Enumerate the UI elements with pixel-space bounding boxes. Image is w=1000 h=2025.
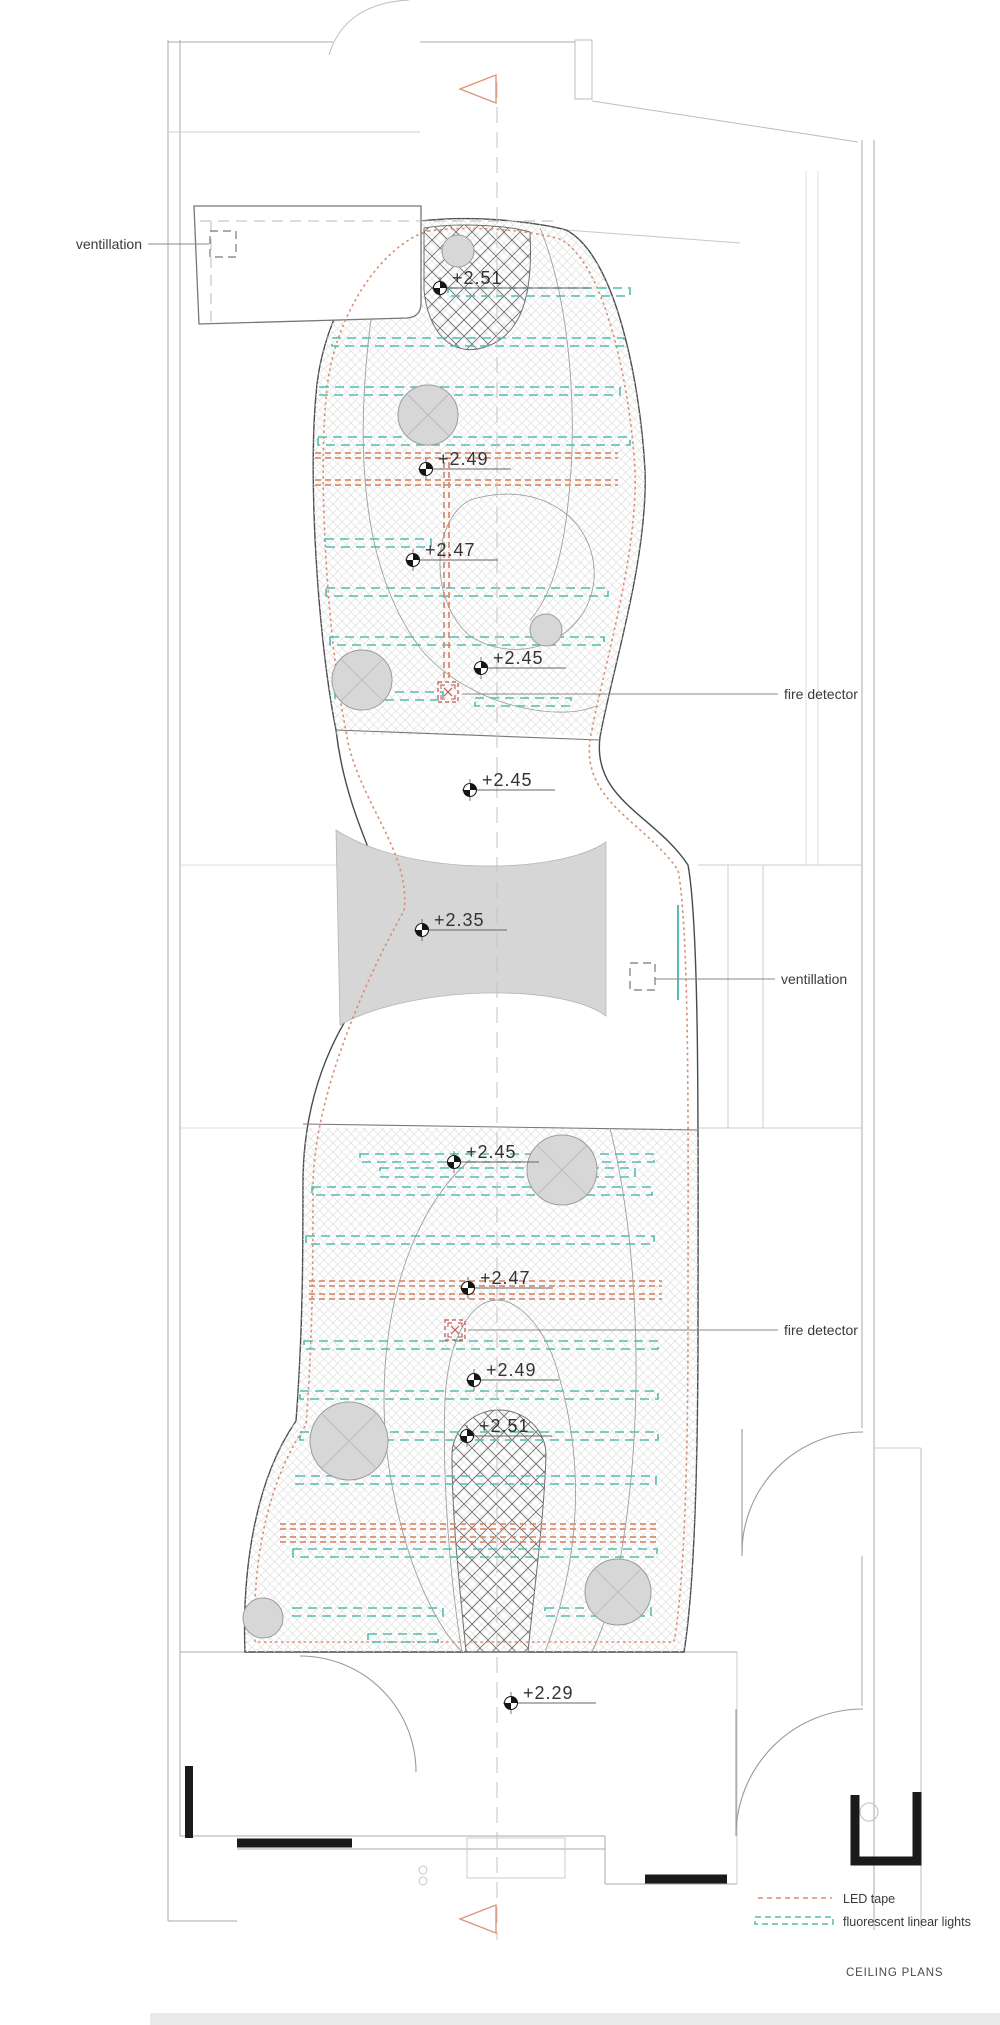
symbols [209, 230, 679, 1341]
legend: LED tape fluorescent linear lights [754, 1892, 971, 1929]
level-value: +2.49 [486, 1360, 537, 1380]
callouts: ventillation fire detector ventillation … [76, 236, 858, 1338]
callout-ventilation-left: ventillation [76, 236, 209, 252]
legend-label: fluorescent linear lights [843, 1915, 971, 1929]
level-value: +2.45 [493, 648, 544, 668]
level-value: +2.49 [438, 449, 489, 469]
ventilation-icon [209, 230, 237, 258]
level-marker: +2.49 [418, 449, 511, 481]
level-marker: +2.45 [473, 648, 566, 680]
level-marker: +2.45 [446, 1142, 539, 1174]
level-value: +2.45 [466, 1142, 517, 1162]
level-value: +2.47 [425, 540, 476, 560]
level-value: +2.47 [480, 1268, 531, 1288]
callout-fire-detector-top: fire detector [462, 686, 858, 702]
thick-wall-segments [185, 1766, 922, 1884]
level-marker: +2.29 [503, 1683, 596, 1715]
level-marker: +2.47 [405, 540, 498, 572]
callout-label: fire detector [784, 1322, 858, 1338]
level-marker: +2.35 [414, 910, 507, 942]
led-tape-rows [280, 452, 662, 1543]
level-value: +2.51 [452, 268, 503, 288]
callout-ventilation-right: ventillation [655, 971, 847, 987]
section-marker-bottom [458, 1903, 497, 1935]
callout-fire-detector-bottom: fire detector [468, 1322, 858, 1338]
level-marker: +2.51 [459, 1416, 552, 1448]
legend-label: LED tape [843, 1892, 895, 1906]
building-walls [167, 0, 922, 1930]
ventilation-room [193, 205, 560, 325]
level-marker: +2.51 [432, 268, 590, 300]
center-axis [458, 73, 498, 1940]
level-marker: +2.47 [460, 1268, 553, 1300]
legend-item-fluorescent: fluorescent linear lights [754, 1915, 971, 1929]
door-swing-arcs [299, 1429, 864, 1837]
callout-label: ventillation [781, 971, 847, 987]
fluorescent-line-icon [754, 1916, 834, 1925]
fluorescent-linear-lights [292, 287, 659, 1643]
level-value: +2.35 [434, 910, 485, 930]
page-edge-shadow [150, 2013, 1000, 2025]
callout-label: fire detector [784, 686, 858, 702]
callout-label: ventillation [76, 236, 142, 252]
legend-item-led-tape: LED tape [758, 1892, 895, 1906]
level-value: +2.45 [482, 770, 533, 790]
level-marker: +2.49 [466, 1360, 559, 1392]
section-marker-top [458, 73, 497, 105]
level-value: +2.29 [523, 1683, 574, 1703]
drawing-title: CEILING PLANS [846, 1967, 943, 1979]
level-markers: +2.51 +2.49 +2.47 +2.45 +2.45 +2.35 [405, 268, 596, 1715]
level-marker: +2.45 [462, 770, 555, 802]
gray-ceiling-region [335, 829, 607, 1026]
ceiling-circles [242, 234, 652, 1639]
level-value: +2.51 [479, 1416, 530, 1436]
